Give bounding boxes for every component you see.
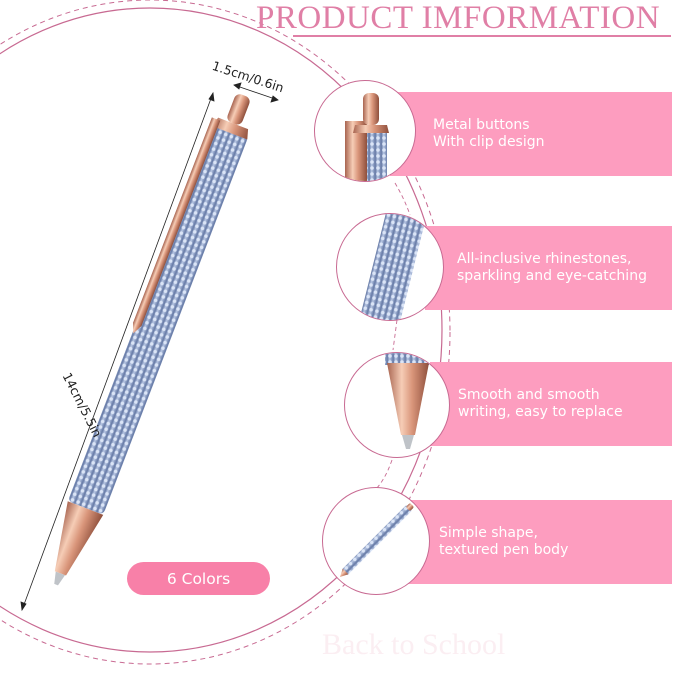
color-count-badge: 6 Colors [127, 562, 270, 595]
connector-lines [374, 182, 411, 491]
feature-4-line2: textured pen body [439, 542, 569, 558]
feature-2-line1: All-inclusive rhinestones, [457, 251, 632, 267]
dimension-arrows [20, 82, 279, 612]
feature-panel-2: All-inclusive rhinestones, sparkling and… [425, 226, 672, 310]
rhinestone-icon [357, 214, 428, 320]
pen-main [54, 94, 250, 586]
feature-panel-3: Smooth and smooth writing, easy to repla… [430, 362, 672, 446]
feature-1-line2: With clip design [433, 134, 545, 150]
title-underline [293, 35, 671, 37]
feature-1-closeup [314, 80, 416, 182]
feature-3-line1: Smooth and smooth [458, 387, 600, 403]
feature-4-closeup [322, 487, 430, 595]
feature-3-line2: writing, easy to replace [458, 404, 623, 420]
feature-3-closeup [344, 352, 450, 458]
full-pen-icon [339, 503, 414, 578]
feature-2-closeup [336, 213, 444, 321]
feature-1-line1: Metal buttons [433, 117, 530, 133]
page-title: PRODUCT IMFORMATION [256, 0, 661, 36]
feature-panel-1: Metal buttons With clip design [390, 92, 672, 176]
feature-panel-4: Simple shape, textured pen body [405, 500, 672, 584]
frame-arc [0, 0, 451, 665]
feature-4-line1: Simple shape, [439, 525, 538, 541]
pen-button-icon [345, 93, 389, 181]
background-watermark: Back to School [322, 628, 506, 661]
pen-tip-icon [385, 353, 429, 449]
feature-2-line2: sparkling and eye-catching [457, 268, 647, 284]
